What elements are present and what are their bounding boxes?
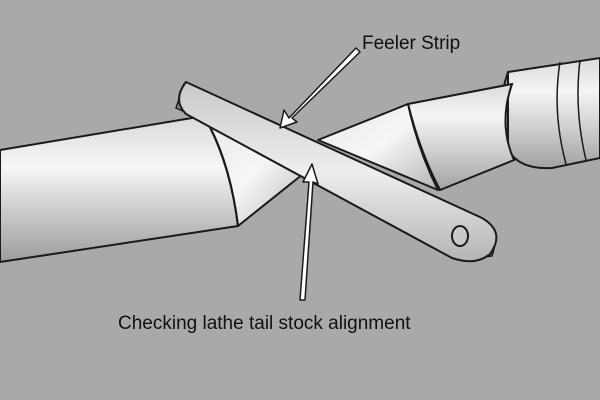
feeler-strip (175, 80, 498, 263)
tail-stock-collar (507, 56, 600, 170)
head-stock (0, 114, 309, 264)
caption-label: Checking lathe tail stock alignment (118, 313, 411, 334)
alignment-arrow (299, 163, 319, 301)
feeler-strip-face (178, 80, 498, 263)
tail-stock-cone (317, 103, 439, 191)
head-stock-shaft (0, 114, 240, 264)
leader-arrows (279, 47, 361, 301)
tail-stock (317, 56, 600, 192)
feeler-strip-arrow (279, 47, 361, 129)
feeler-strip-label: Feeler Strip (362, 33, 461, 54)
feeler-strip-hole (451, 225, 469, 247)
